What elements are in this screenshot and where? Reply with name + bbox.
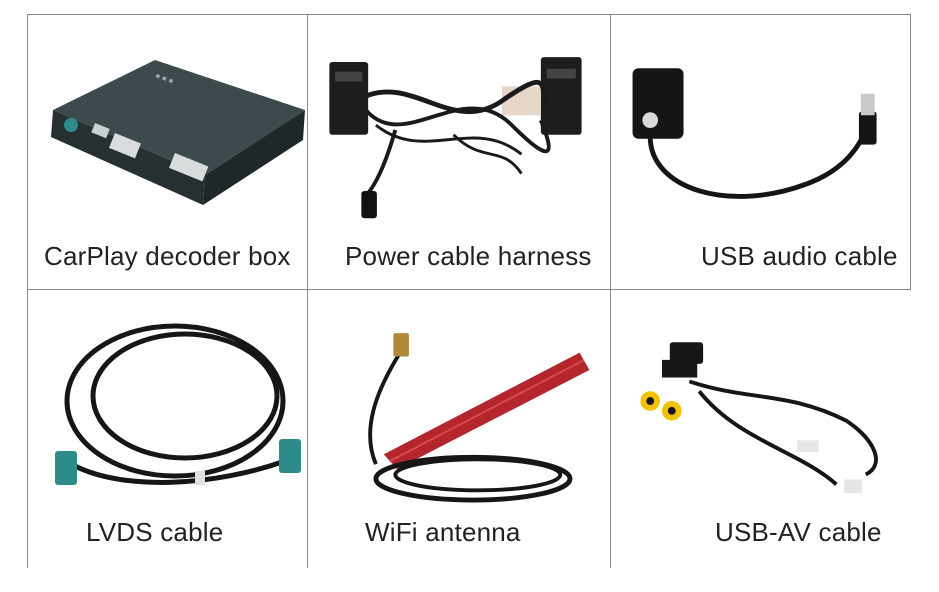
product-cell-decoder-box: ▪ ▪ ▪ CarPlay decoder box: [28, 15, 307, 291]
product-caption: USB audio cable: [701, 241, 898, 271]
grid-line-col1: [307, 14, 308, 568]
grid-line-top: [27, 14, 911, 15]
product-cell-lvds: LVDS cable: [28, 291, 307, 567]
product-cell-usb-audio: USB audio cable: [611, 15, 910, 291]
product-cell-wifi-antenna: WiFi antenna: [308, 291, 610, 567]
product-cell-power-harness: Power cable harness: [308, 15, 610, 291]
grid-line-col2: [610, 14, 611, 568]
usb-av-cable-icon: [640, 342, 878, 494]
lvds-cable-icon: [55, 323, 301, 485]
grid-line-right: [910, 14, 911, 290]
grid-line-left: [27, 14, 28, 568]
grid-line-middle: [27, 289, 911, 290]
cable-harness-icon: [329, 57, 582, 219]
product-cell-usb-av: USB-AV cable: [611, 291, 910, 567]
product-caption: USB-AV cable: [715, 517, 882, 547]
product-grid: ▪ ▪ ▪ CarPlay decoder box Power cable ha…: [27, 14, 911, 568]
decoder-box-icon: ▪ ▪ ▪: [51, 60, 305, 205]
wifi-antenna-icon: [368, 333, 590, 503]
product-caption: Power cable harness: [345, 241, 592, 271]
product-caption: WiFi antenna: [365, 517, 521, 547]
product-caption: LVDS cable: [86, 517, 224, 547]
product-caption: CarPlay decoder box: [44, 241, 291, 271]
usb-audio-cable-icon: [632, 68, 877, 199]
